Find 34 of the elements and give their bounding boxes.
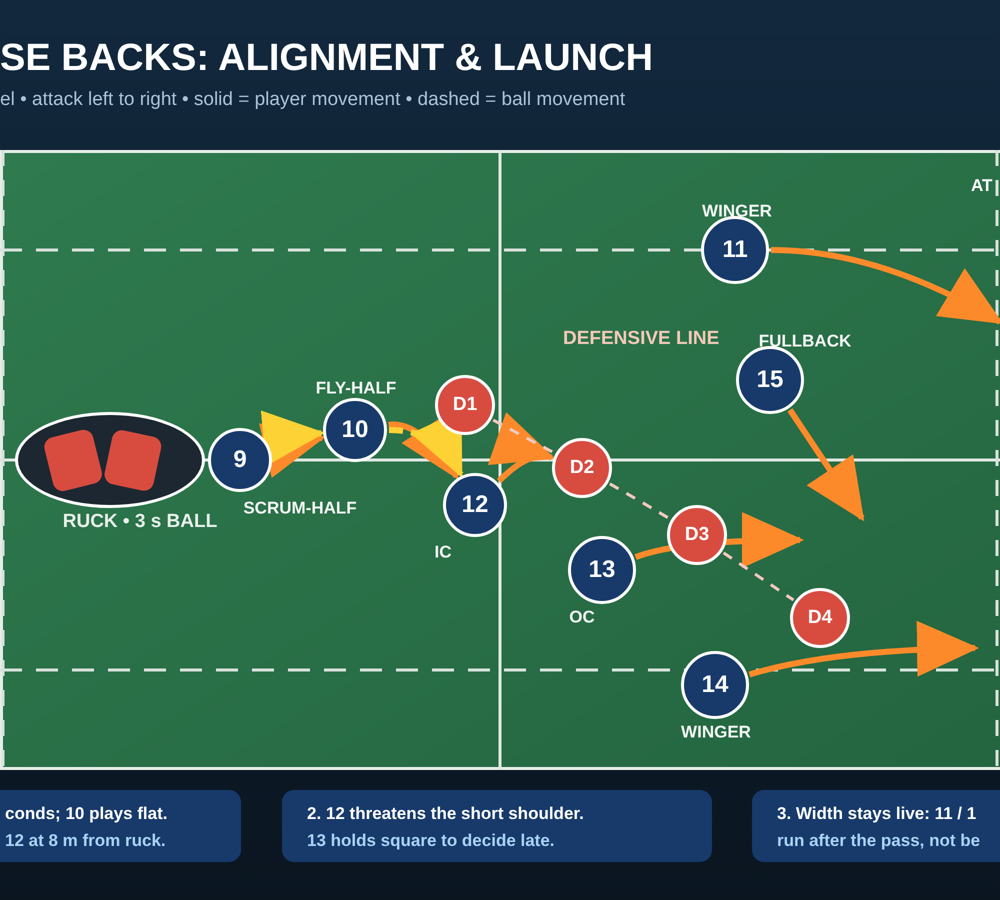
attacker-marker: 14 — [681, 651, 749, 719]
attacker-marker: 10 — [323, 398, 387, 462]
defender-marker: D1 — [435, 375, 495, 435]
defender-marker: D4 — [790, 588, 850, 648]
note-heading: 2. 12 threatens the short shoulder. — [307, 803, 585, 825]
note-card — [0, 790, 241, 862]
note-text: 13 holds square to decide late. — [307, 830, 556, 852]
note-card — [282, 790, 712, 862]
ruck-label: RUCK • 3 s BALL — [62, 510, 218, 534]
defensive-line — [722, 552, 794, 602]
title: SE BACKS: ALIGNMENT & LAUNCH — [0, 36, 654, 80]
defender-marker: D3 — [667, 505, 727, 565]
position-label: OC — [569, 606, 595, 628]
note-text: run after the pass, not be — [777, 830, 982, 852]
note-text: 12 at 8 m from ruck. — [5, 830, 167, 852]
movement-arrow — [748, 621, 979, 678]
note-card — [752, 790, 1000, 862]
attacker-marker: 12 — [443, 473, 507, 537]
attacker-marker: 15 — [736, 346, 804, 414]
attacker-marker: 13 — [568, 536, 636, 604]
attack-label: AT — [971, 175, 992, 197]
attacker-marker: 9 — [208, 428, 272, 492]
movement-arrow — [787, 408, 864, 522]
movement-arrow — [770, 247, 1000, 325]
subtitle: el • attack left to right • solid = player movement • dashed = ball movement — [0, 88, 626, 112]
defender-marker: D2 — [552, 438, 612, 498]
position-label: FLY-HALF — [316, 377, 396, 400]
note-heading: conds; 10 plays flat. — [5, 803, 168, 825]
note-heading: 3. Width stays live: 11 / 1 — [777, 803, 978, 825]
position-label: IC — [434, 541, 452, 564]
defensive-line-label: DEFENSIVE LINE — [563, 327, 720, 351]
position-label: WINGER — [681, 721, 751, 744]
attacker-marker: 11 — [701, 216, 769, 284]
position-label: SCRUM-HALF — [243, 497, 357, 520]
